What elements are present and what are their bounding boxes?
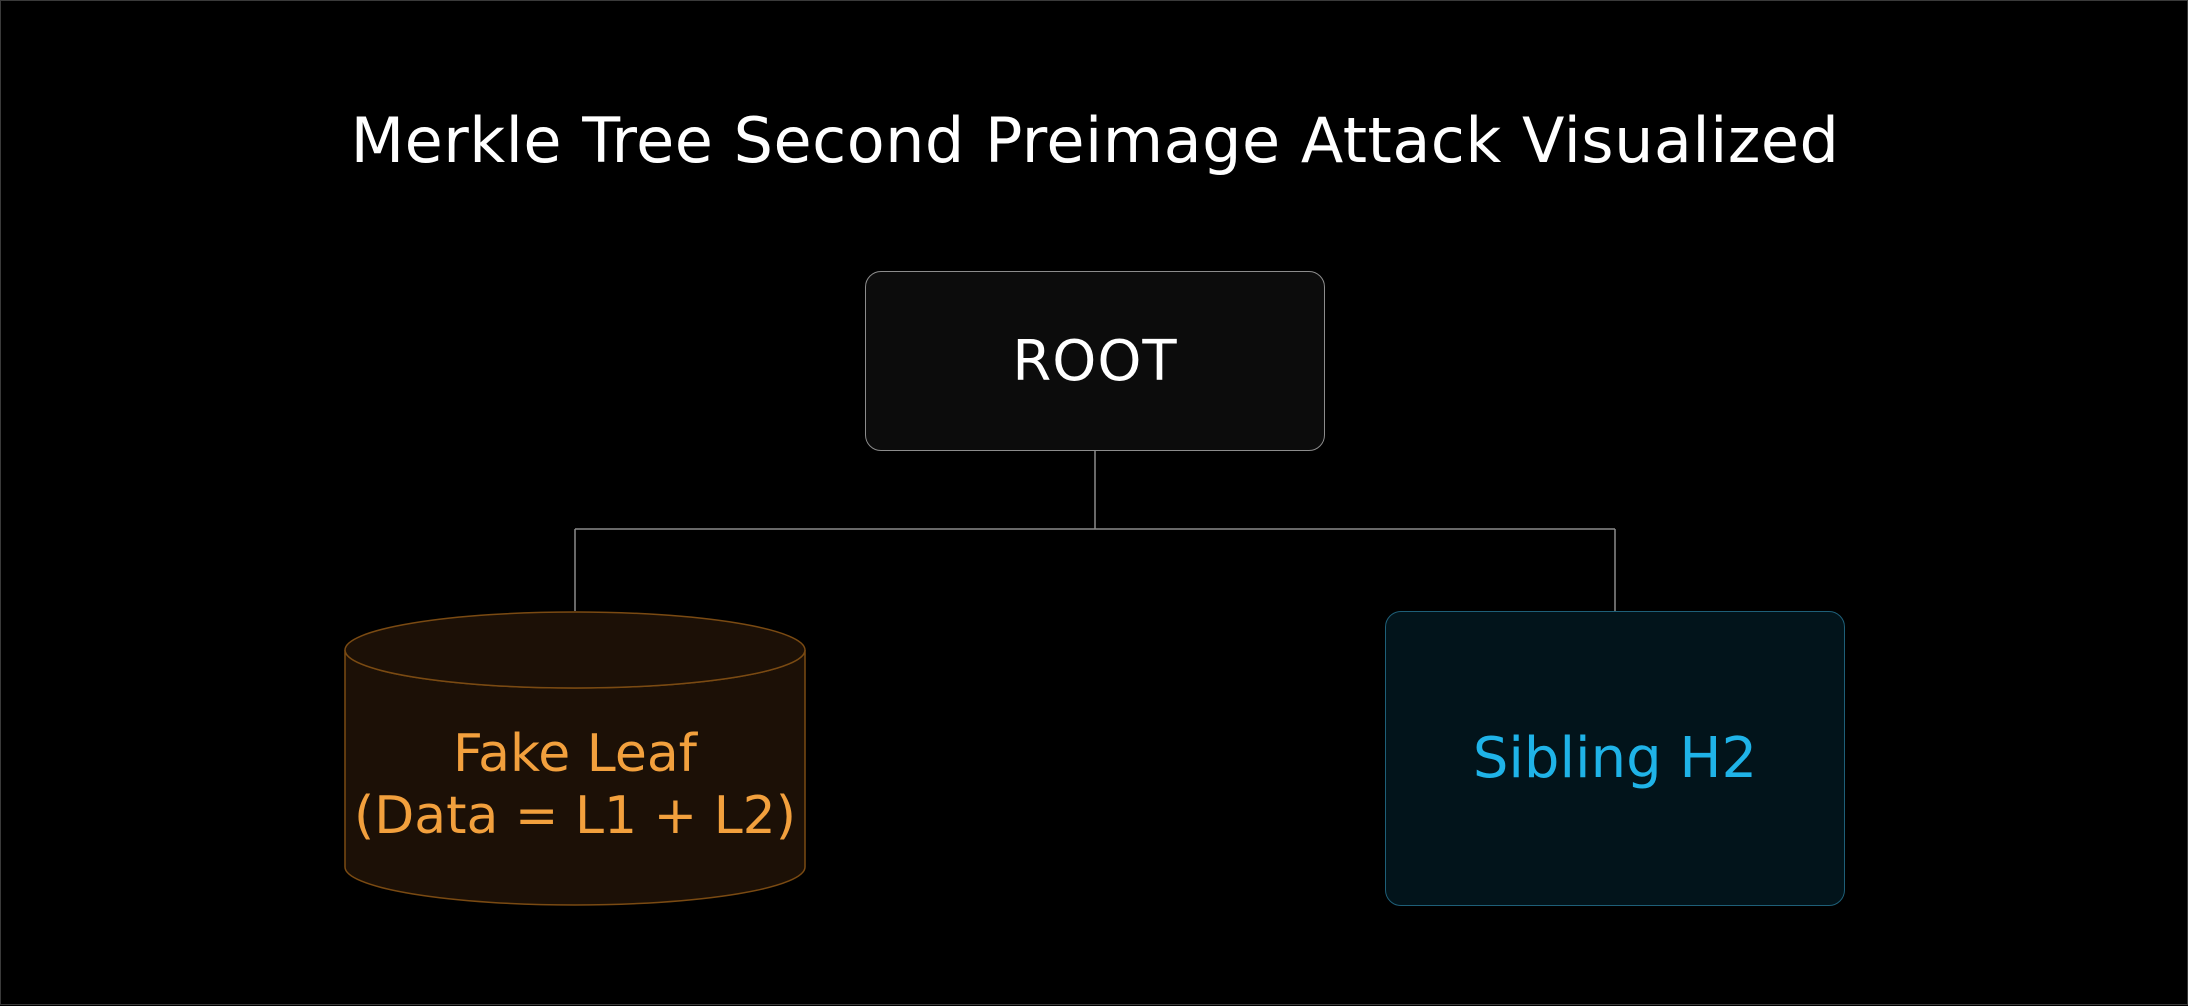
sibling-node-label: Sibling H2	[1472, 726, 1758, 791]
fake-leaf-label-line1: Fake Leaf	[452, 724, 697, 784]
root-node-label: ROOT	[1012, 328, 1178, 394]
fake-leaf-label-line2: (Data = L1 + L2)	[353, 786, 797, 846]
root-node: ROOT	[865, 271, 1325, 451]
fake-leaf-label: Fake Leaf (Data = L1 + L2)	[345, 723, 805, 847]
diagram-title: Merkle Tree Second Preimage Attack Visua…	[350, 104, 1840, 177]
sibling-node: Sibling H2	[1385, 611, 1845, 906]
fake-leaf-cylinder-top	[344, 611, 806, 689]
